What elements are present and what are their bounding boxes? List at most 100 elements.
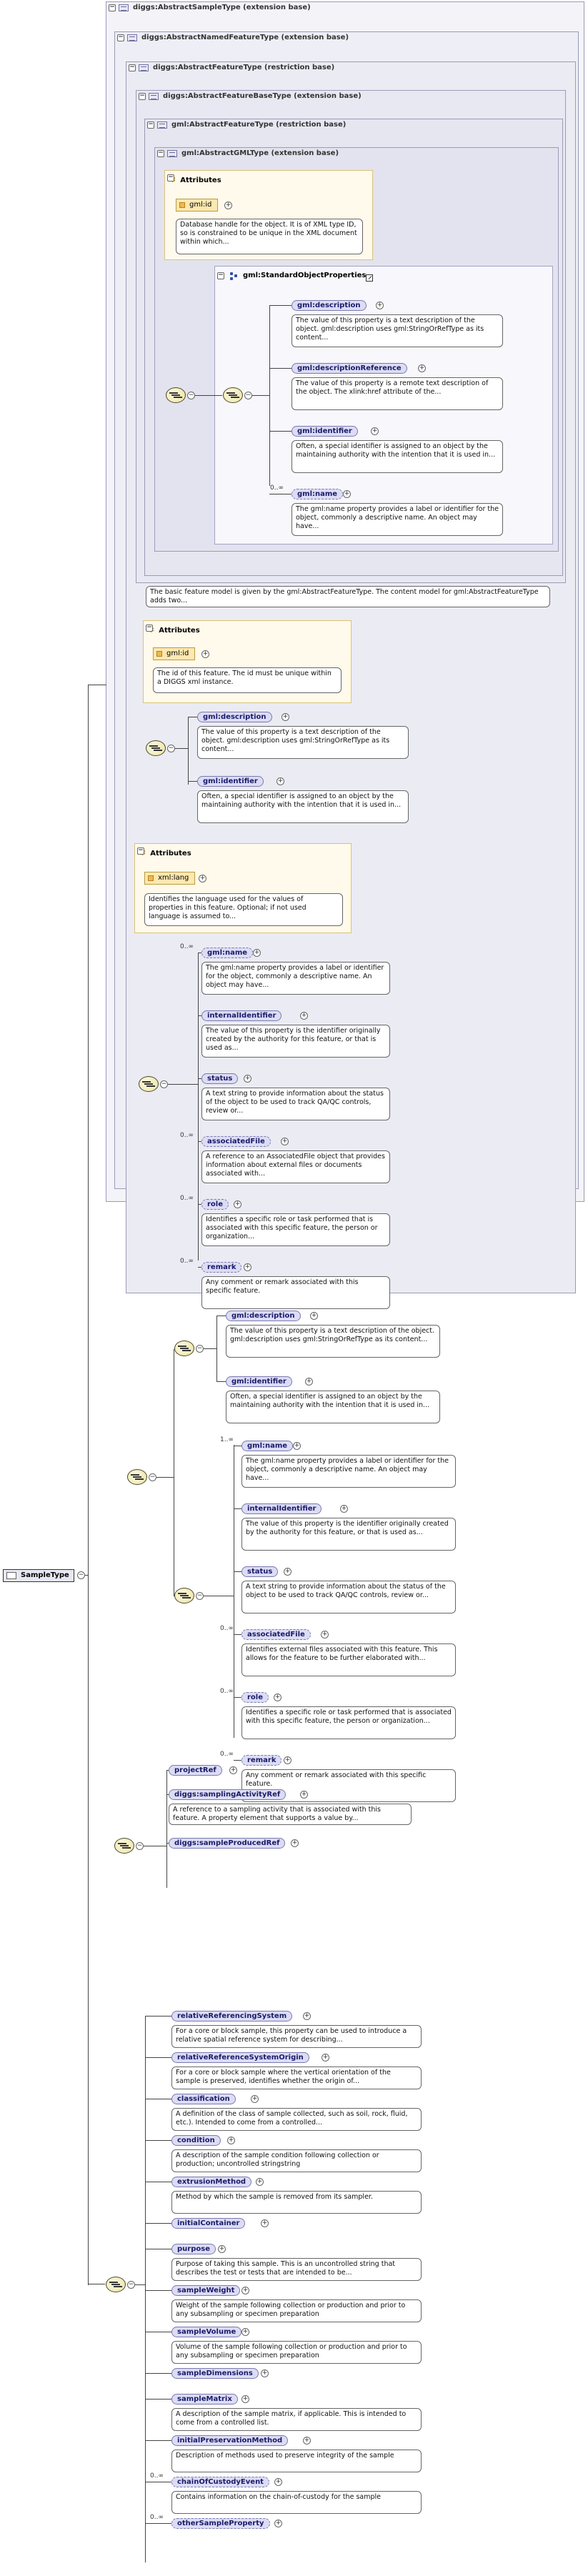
sequence-compositor[interactable] xyxy=(174,1341,194,1356)
collapse-button[interactable]: − xyxy=(136,1842,144,1850)
element-gml-name[interactable]: gml:name xyxy=(291,489,344,499)
sequence-compositor[interactable] xyxy=(127,1469,147,1485)
expand-button[interactable]: + xyxy=(371,427,379,435)
sequence-compositor[interactable] xyxy=(139,1076,159,1092)
element-gml-identifier[interactable]: gml:identifier xyxy=(197,776,264,787)
collapse-button[interactable]: − xyxy=(149,1473,156,1481)
expand-button[interactable]: + xyxy=(224,202,232,209)
element-diggs-sampleproducedref[interactable]: diggs:sampleProducedRef xyxy=(169,1838,286,1849)
element-projectref[interactable]: projectRef xyxy=(169,1765,222,1776)
collapse-toggle[interactable]: − xyxy=(109,4,116,11)
expand-button[interactable]: + xyxy=(274,2520,282,2527)
sequence-compositor[interactable] xyxy=(114,1838,134,1854)
element-initialcontainer[interactable]: initialContainer xyxy=(171,2218,246,2229)
expand-button[interactable]: + xyxy=(322,2054,329,2062)
expand-button[interactable]: + xyxy=(201,650,209,658)
element-extrusionmethod[interactable]: extrusionMethod xyxy=(171,2177,252,2187)
expand-button[interactable]: + xyxy=(343,490,351,498)
expand-button[interactable]: + xyxy=(218,2245,226,2253)
expand-button[interactable]: + xyxy=(284,1568,291,1576)
element-sampleweight[interactable]: sampleWeight xyxy=(171,2285,241,2296)
expand-button[interactable]: + xyxy=(310,1312,318,1320)
element-gml-name[interactable]: gml:name xyxy=(241,1441,294,1451)
element-remark[interactable]: remark xyxy=(201,1262,242,1273)
collapse-button[interactable]: − xyxy=(196,1592,204,1600)
expand-button[interactable]: + xyxy=(274,2478,282,2486)
expand-button[interactable]: + xyxy=(300,1012,308,1020)
collapse-button[interactable]: − xyxy=(196,1345,204,1353)
element-relativereferencesystemorigin[interactable]: relativeReferenceSystemOrigin xyxy=(171,2052,309,2063)
expand-button[interactable]: + xyxy=(284,1756,291,1764)
sequence-compositor[interactable] xyxy=(223,387,243,403)
expand-button[interactable]: + xyxy=(281,713,289,721)
element-sampledimensions[interactable]: sampleDimensions xyxy=(171,2368,259,2379)
sequence-compositor[interactable] xyxy=(146,740,166,756)
element-internalidentifier[interactable]: internalIdentifier xyxy=(241,1503,322,1514)
expand-button[interactable]: + xyxy=(199,875,206,882)
attribute-gml-id[interactable]: gml:id xyxy=(153,647,196,660)
element-gml-descriptionreference[interactable]: gml:descriptionReference xyxy=(291,363,407,374)
expand-button[interactable]: + xyxy=(241,2395,249,2403)
collapse-toggle[interactable]: − xyxy=(147,121,154,129)
expand-button[interactable]: + xyxy=(418,364,426,372)
element-relativereferencingsystem[interactable]: relativeReferencingSystem xyxy=(171,2011,293,2021)
element-diggs-samplingactivityref[interactable]: diggs:samplingActivityRef xyxy=(169,1789,286,1800)
element-gml-name[interactable]: gml:name xyxy=(201,948,254,958)
element-remark[interactable]: remark xyxy=(241,1755,282,1766)
sequence-compositor[interactable] xyxy=(166,387,186,403)
external-link-icon[interactable] xyxy=(366,274,373,282)
expand-button[interactable]: + xyxy=(241,2287,249,2294)
element-classification[interactable]: classification xyxy=(171,2094,236,2104)
element-gml-identifier[interactable]: gml:identifier xyxy=(291,426,358,437)
root-element-sample-type[interactable]: SampleType xyxy=(3,1569,74,1582)
element-gml-description[interactable]: gml:description xyxy=(226,1311,301,1321)
expand-button[interactable]: + xyxy=(253,949,261,957)
collapse-toggle[interactable]: − xyxy=(157,149,164,157)
expand-button[interactable]: + xyxy=(376,302,384,309)
expand-button[interactable]: + xyxy=(261,2219,269,2227)
expand-button[interactable]: + xyxy=(229,1766,237,1774)
collapse-toggle[interactable]: − xyxy=(146,624,153,632)
element-samplematrix[interactable]: sampleMatrix xyxy=(171,2394,238,2405)
collapse-toggle[interactable]: − xyxy=(117,34,124,41)
collapse-toggle[interactable]: − xyxy=(137,847,144,855)
collapse-button[interactable]: − xyxy=(77,1571,85,1579)
sequence-compositor[interactable] xyxy=(174,1588,194,1603)
expand-button[interactable]: + xyxy=(274,1694,281,1701)
expand-button[interactable]: + xyxy=(305,1378,313,1386)
expand-button[interactable]: + xyxy=(256,2178,264,2186)
attribute-gml-id[interactable]: gml:id xyxy=(176,199,219,212)
element-purpose[interactable]: purpose xyxy=(171,2244,216,2254)
expand-button[interactable]: + xyxy=(276,777,284,785)
expand-button[interactable]: + xyxy=(241,2328,249,2336)
element-initialpreservationmethod[interactable]: initialPreservationMethod xyxy=(171,2435,289,2446)
element-gml-identifier[interactable]: gml:identifier xyxy=(226,1376,292,1387)
collapse-button[interactable]: − xyxy=(160,1080,168,1088)
element-othersampleproperty[interactable]: otherSampleProperty xyxy=(171,2518,270,2529)
element-role[interactable]: role xyxy=(241,1692,269,1703)
element-condition[interactable]: condition xyxy=(171,2135,221,2146)
element-chainofcustodyevent[interactable]: chainOfCustodyEvent xyxy=(171,2477,269,2487)
element-samplevolume[interactable]: sampleVolume xyxy=(171,2327,242,2337)
collapse-toggle[interactable]: − xyxy=(129,64,136,71)
expand-button[interactable]: + xyxy=(244,1263,251,1271)
expand-button[interactable]: + xyxy=(300,1791,308,1799)
element-associatedfile[interactable]: associatedFile xyxy=(241,1629,311,1640)
expand-button[interactable]: + xyxy=(234,1200,241,1208)
expand-button[interactable]: + xyxy=(261,2369,269,2377)
collapse-button[interactable]: − xyxy=(127,2281,135,2289)
collapse-toggle[interactable]: − xyxy=(139,92,146,100)
collapse-button[interactable]: − xyxy=(187,392,195,399)
element-status[interactable]: status xyxy=(241,1566,279,1577)
collapse-toggle[interactable]: − xyxy=(217,272,224,279)
element-gml-description[interactable]: gml:description xyxy=(291,300,367,311)
expand-button[interactable]: + xyxy=(340,1505,348,1513)
attribute-xml-lang[interactable]: xml:lang xyxy=(144,872,196,885)
expand-button[interactable]: + xyxy=(293,1442,301,1450)
expand-button[interactable]: + xyxy=(303,2437,311,2445)
expand-button[interactable]: + xyxy=(281,1138,289,1145)
expand-button[interactable]: + xyxy=(227,2137,235,2144)
expand-button[interactable]: + xyxy=(321,1631,329,1638)
sequence-compositor[interactable] xyxy=(106,2277,126,2292)
collapse-button[interactable]: − xyxy=(244,392,252,399)
